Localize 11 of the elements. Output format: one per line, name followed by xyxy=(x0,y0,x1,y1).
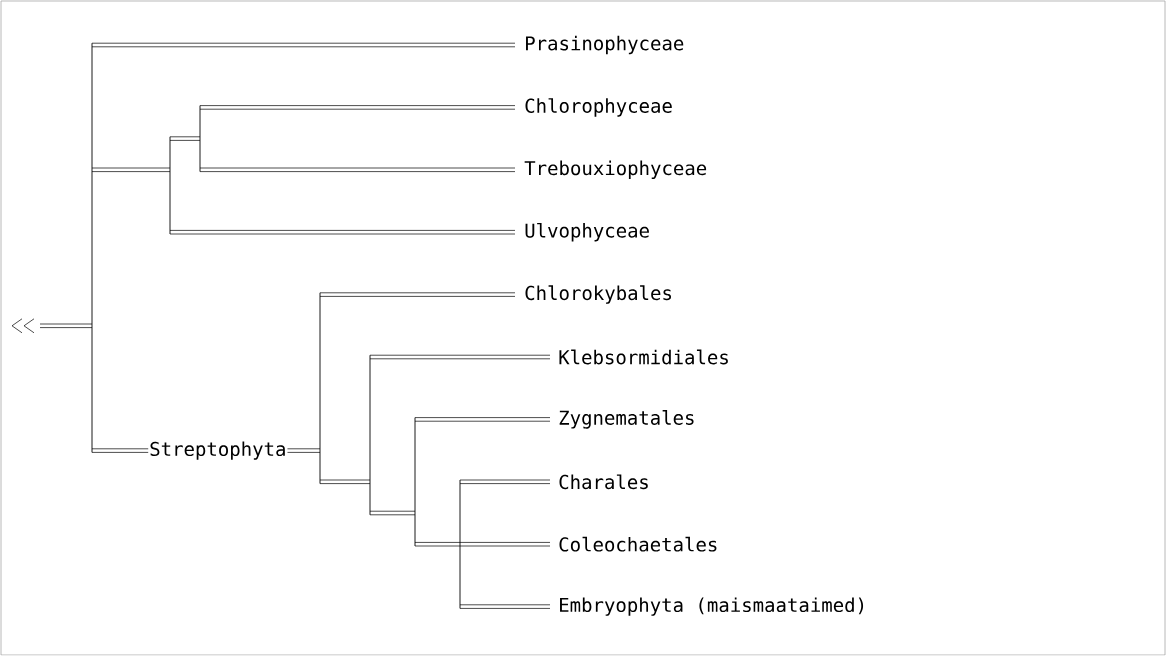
taxon-label: Chlorokybales xyxy=(525,285,671,304)
taxon-label: Trebouxiophyceae xyxy=(524,160,707,179)
taxon-label: Coleochaetales xyxy=(559,536,717,552)
taxon-label: Prasinophyceae xyxy=(526,35,684,55)
taxon-label: Klebsormidiales xyxy=(559,349,728,365)
taxon-label: Embryophyta (maismaataimed) xyxy=(560,597,864,616)
taxon-label: Charales xyxy=(559,474,648,490)
taxon-label: Zygnematales xyxy=(559,410,694,429)
taxon-label: Chlorophyceae xyxy=(525,98,672,117)
taxon-label: Ulvophyceae xyxy=(525,222,649,242)
branch-label: Streptophyta xyxy=(148,440,288,461)
